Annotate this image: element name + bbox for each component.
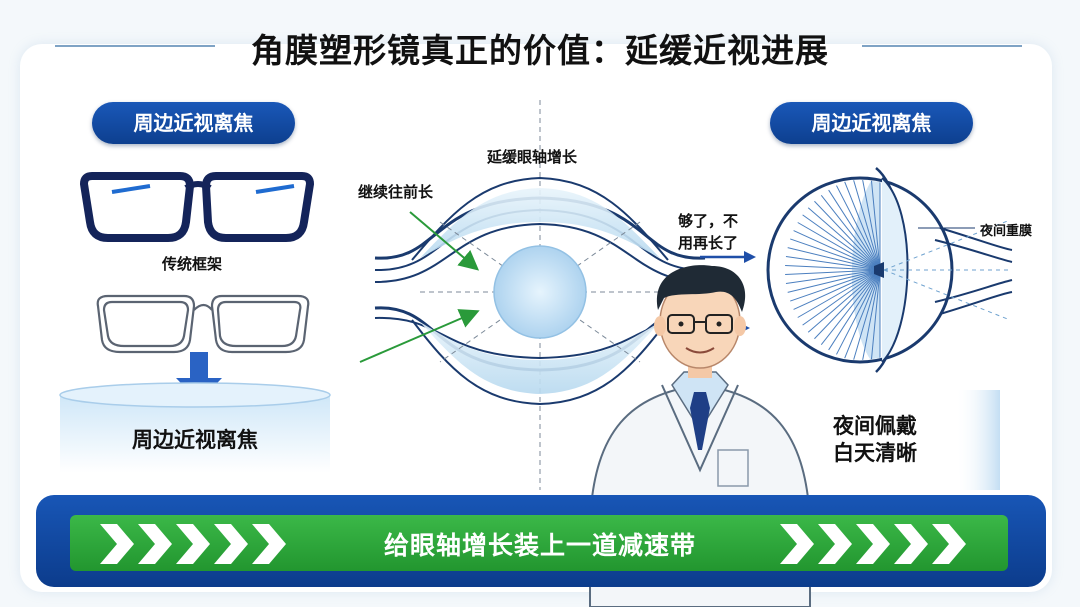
- chevrons-right: [780, 524, 966, 564]
- banner-text: 给眼轴增长装上一道减速带: [383, 531, 696, 560]
- ciliary-ray: [793, 269, 881, 310]
- grow-label: 继续往前长: [358, 183, 434, 201]
- ciliary-ray: [861, 269, 881, 360]
- ciliary-ray: [807, 269, 881, 333]
- title-rule-left: [55, 45, 215, 47]
- ciliary-ray: [785, 269, 881, 276]
- ciliary-ray: [793, 230, 881, 271]
- glasses-dark-icon: [79, 172, 315, 242]
- ciliary-ray: [852, 269, 881, 360]
- ciliary-ray: [852, 180, 881, 271]
- ciliary-ray: [836, 185, 881, 271]
- ciliary-ray: [820, 195, 881, 271]
- chevrons-left: [100, 524, 286, 564]
- ciliary-ray: [814, 200, 881, 271]
- ciliary-ray: [828, 189, 881, 271]
- ciliary-ray: [787, 247, 881, 271]
- frame-label: 传统框架: [162, 255, 223, 273]
- ciliary-ray: [836, 269, 881, 355]
- ciliary-ray: [844, 269, 881, 359]
- ciliary-ray: [844, 181, 881, 271]
- ciliary-ray: [820, 269, 881, 345]
- ciliary-ray: [807, 207, 881, 271]
- glasses-outline-icon: [96, 294, 310, 354]
- ciliary-ray: [790, 238, 881, 271]
- enough-label-line2: 用再长了: [678, 234, 739, 252]
- ciliary-ray: [861, 180, 881, 271]
- wear-label-line2: 白天清晰: [833, 441, 917, 465]
- ciliary-ray: [870, 269, 881, 360]
- ciliary-ray: [797, 222, 881, 271]
- ciliary-ray: [787, 269, 881, 293]
- lens-focus-circle: [493, 245, 587, 339]
- left-pill: 周边近视离焦: [92, 102, 295, 144]
- result-label: 周边近视离焦: [132, 428, 258, 452]
- ciliary-ray: [797, 269, 881, 318]
- ciliary-ray: [814, 269, 881, 340]
- ciliary-ray: [790, 269, 881, 302]
- reshape-label: 夜间重膜: [980, 224, 1033, 239]
- page-title: 角膜塑形镜真正的价值：延缓近视进展: [251, 31, 829, 70]
- enough-label-line1: 够了，不: [678, 212, 739, 230]
- ciliary-ray: [870, 180, 881, 271]
- center-top-label: 延缓眼轴增长: [487, 148, 578, 166]
- focus-pedestal: [59, 382, 331, 473]
- ciliary-ray: [785, 264, 881, 271]
- ciliary-ray: [785, 269, 881, 285]
- ciliary-ray: [828, 269, 881, 351]
- wear-label-line1: 夜间佩戴: [833, 414, 917, 438]
- ciliary-ray: [785, 255, 881, 271]
- title-rule-right: [862, 45, 1022, 47]
- right-pill: 周边近视离焦: [770, 102, 973, 144]
- ciliary-ray: [802, 269, 881, 326]
- ciliary-rays: [785, 180, 881, 360]
- green-arrow-lower: [359, 309, 480, 363]
- ciliary-ray: [802, 214, 881, 271]
- green-arrow-upper: [409, 211, 480, 271]
